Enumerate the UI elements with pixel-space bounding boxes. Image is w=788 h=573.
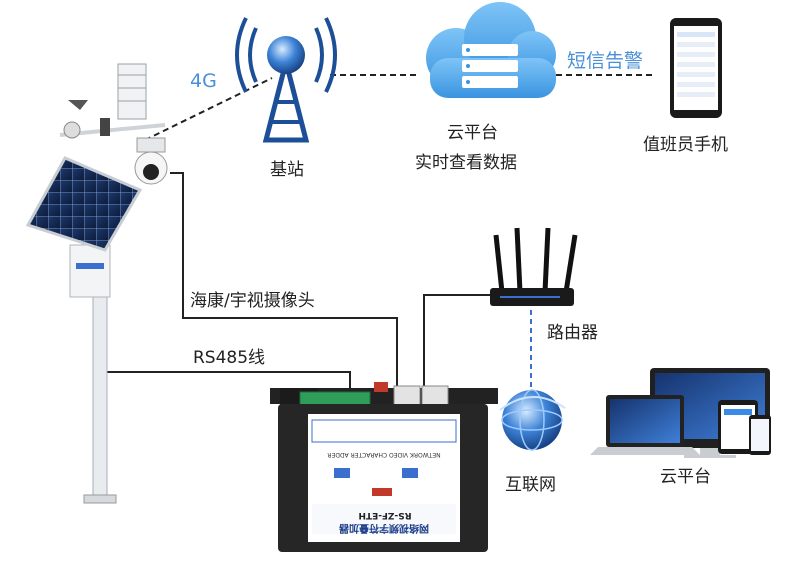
link-station-4g — [144, 77, 273, 141]
phone-icon — [670, 18, 722, 118]
devices-icon — [590, 368, 771, 458]
device-model: RS-ZF-ETH — [358, 510, 412, 520]
realtime-view-label: 实时查看数据 — [415, 153, 517, 173]
connection-lines — [97, 74, 655, 395]
cloud-platform-bottom-label: 云平台 — [660, 467, 711, 487]
internet-label: 互联网 — [505, 475, 556, 495]
signal-4g-label: 4G — [190, 70, 217, 92]
duty-phone-label: 值班员手机 — [643, 135, 728, 155]
tower-icon — [235, 17, 337, 143]
camera-label: 海康/宇视摄像头 — [190, 291, 315, 311]
globe-icon — [499, 389, 566, 451]
rs485-label: RS485线 — [193, 348, 266, 368]
cloud-icon — [426, 2, 556, 98]
link-router-device — [423, 294, 490, 388]
device-name-en: NETWORK VIDEO CHARACTER ADDER — [327, 451, 441, 458]
router-icon — [490, 227, 578, 306]
link-camera — [170, 172, 398, 388]
router-label: 路由器 — [547, 323, 598, 343]
link-rs485 — [97, 265, 351, 392]
device-box — [270, 382, 498, 552]
weather-station — [25, 63, 168, 504]
cloud-platform-label: 云平台 — [447, 123, 498, 143]
device-name-cn: 网络视频字符叠加器 — [339, 522, 429, 533]
base-station-label: 基站 — [270, 160, 304, 180]
sms-alarm-label: 短信告警 — [567, 50, 644, 72]
